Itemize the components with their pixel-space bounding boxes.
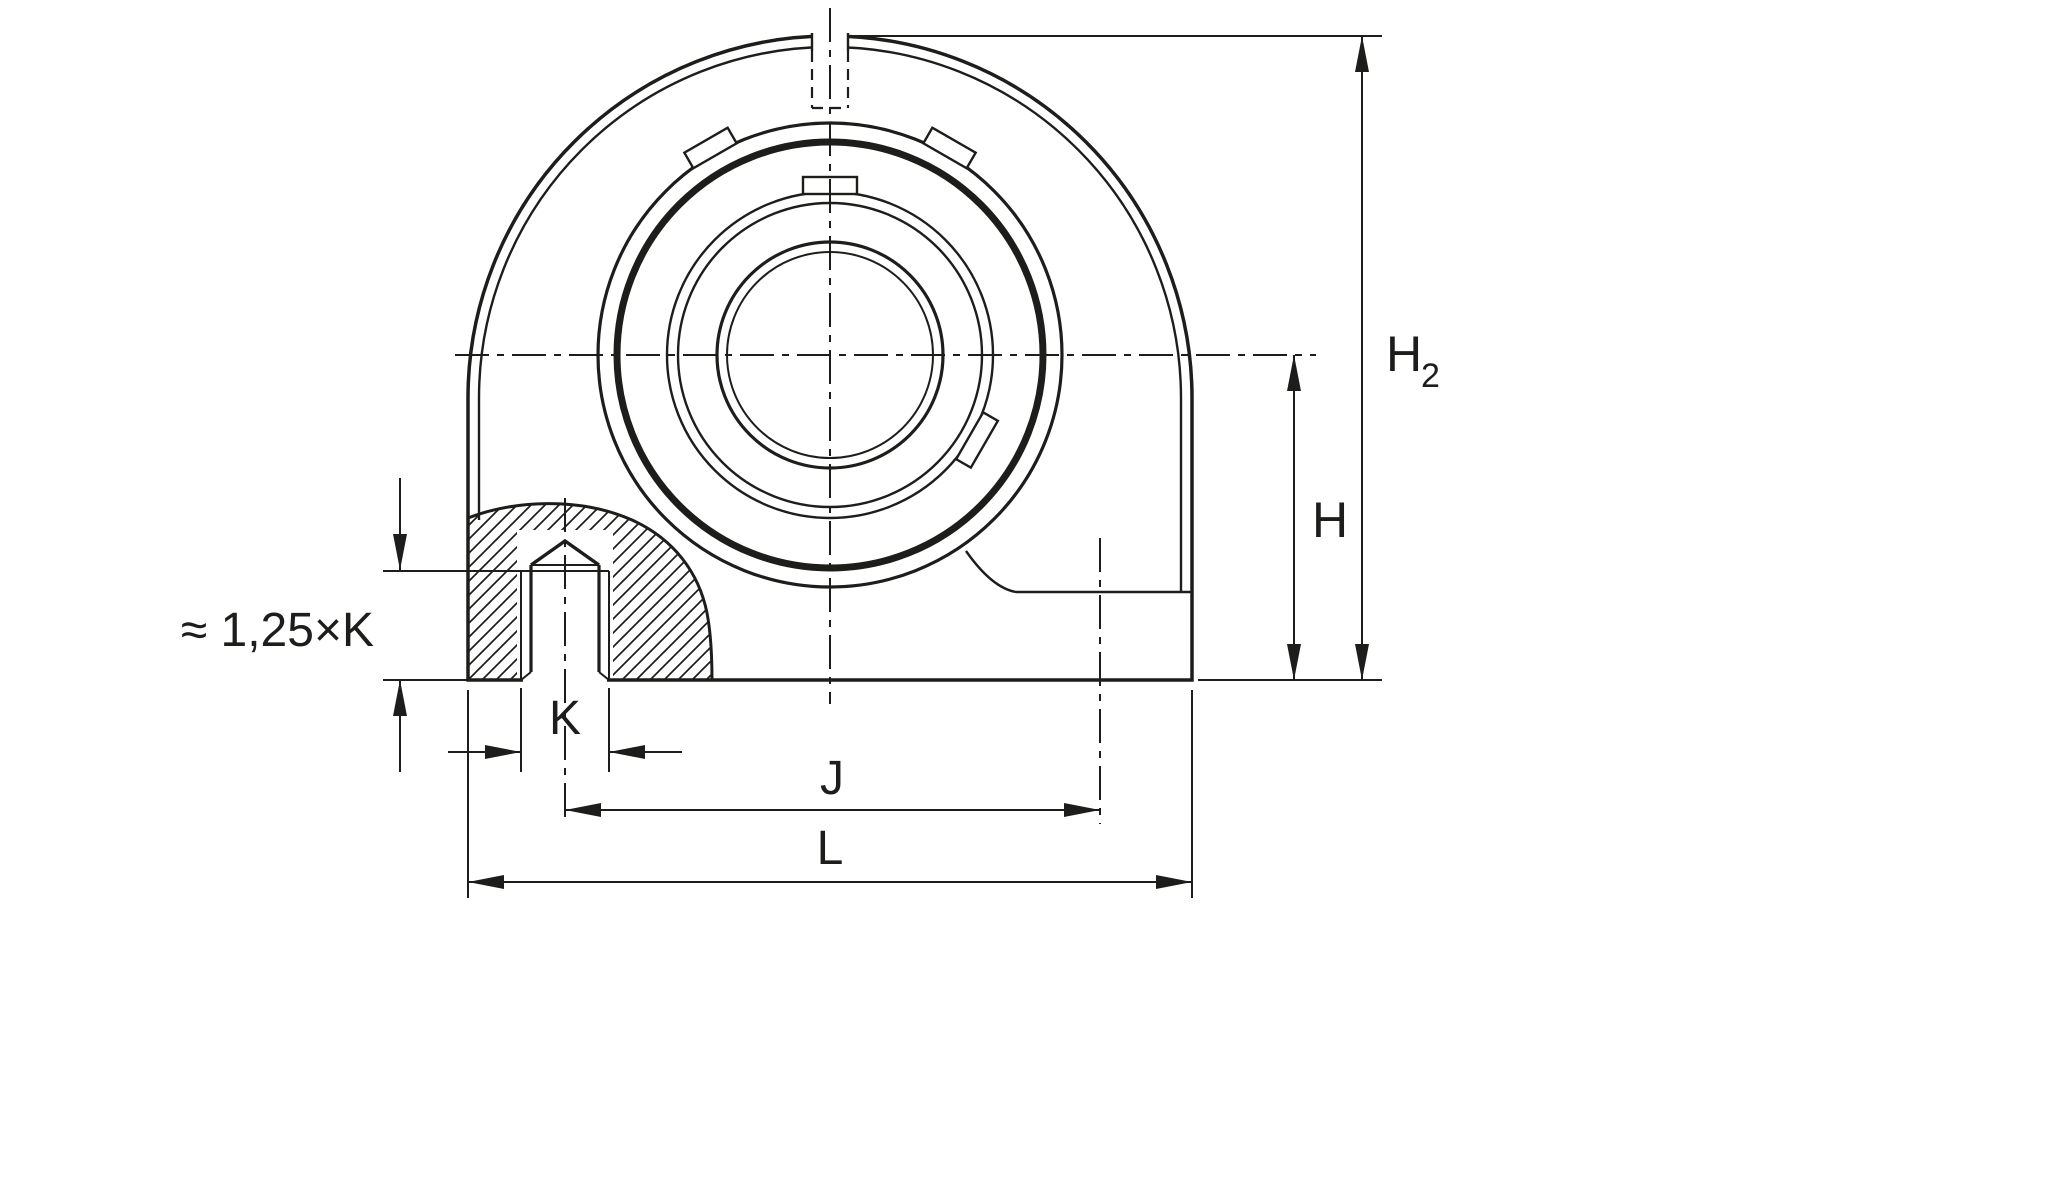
label-l: L — [817, 822, 844, 875]
label-h2-subscript: 2 — [1421, 357, 1440, 395]
section-hatch — [467, 502, 714, 681]
h-arrow-up — [1287, 355, 1301, 391]
dimension-thread-depth — [383, 478, 609, 772]
label-thread-depth: ≈ 1,25×K — [181, 604, 374, 657]
dimension-j — [565, 803, 1100, 817]
label-k: K — [549, 692, 581, 745]
hatch-fill — [468, 503, 712, 680]
j-arrow-right — [1064, 803, 1100, 817]
label-j: J — [820, 752, 844, 805]
label-h2: H — [1386, 326, 1422, 382]
h2-arrow-down — [1355, 644, 1369, 680]
h-arrow-down — [1287, 644, 1301, 680]
boss-contour — [467, 502, 714, 681]
dimension-l — [467, 690, 1193, 898]
dimension-h2 — [852, 35, 1382, 681]
dimension-labels: H 2 H ≈ 1,25×K K J L — [181, 326, 1440, 875]
label-h: H — [1312, 492, 1348, 548]
dimension-k — [448, 688, 682, 772]
base-top-surface-right — [965, 550, 1192, 594]
l-arrow-right — [1156, 875, 1192, 889]
set-screw-lower-right — [954, 410, 1000, 470]
thread-depth-arrow-up — [393, 680, 407, 716]
chamfer-left — [520, 671, 532, 681]
dimension-h — [1287, 355, 1301, 680]
centerlines — [455, 8, 1316, 824]
k-arrow-left — [609, 745, 645, 759]
anti-rotation-tab-right — [921, 126, 978, 170]
thread-depth-arrow-down — [393, 534, 407, 570]
anti-rotation-tab-left — [682, 126, 739, 170]
l-arrow-left — [468, 875, 504, 889]
k-arrow-right — [485, 745, 521, 759]
chamfer-right — [598, 671, 610, 681]
h2-arrow-up — [1355, 36, 1369, 72]
j-arrow-left — [565, 803, 601, 817]
